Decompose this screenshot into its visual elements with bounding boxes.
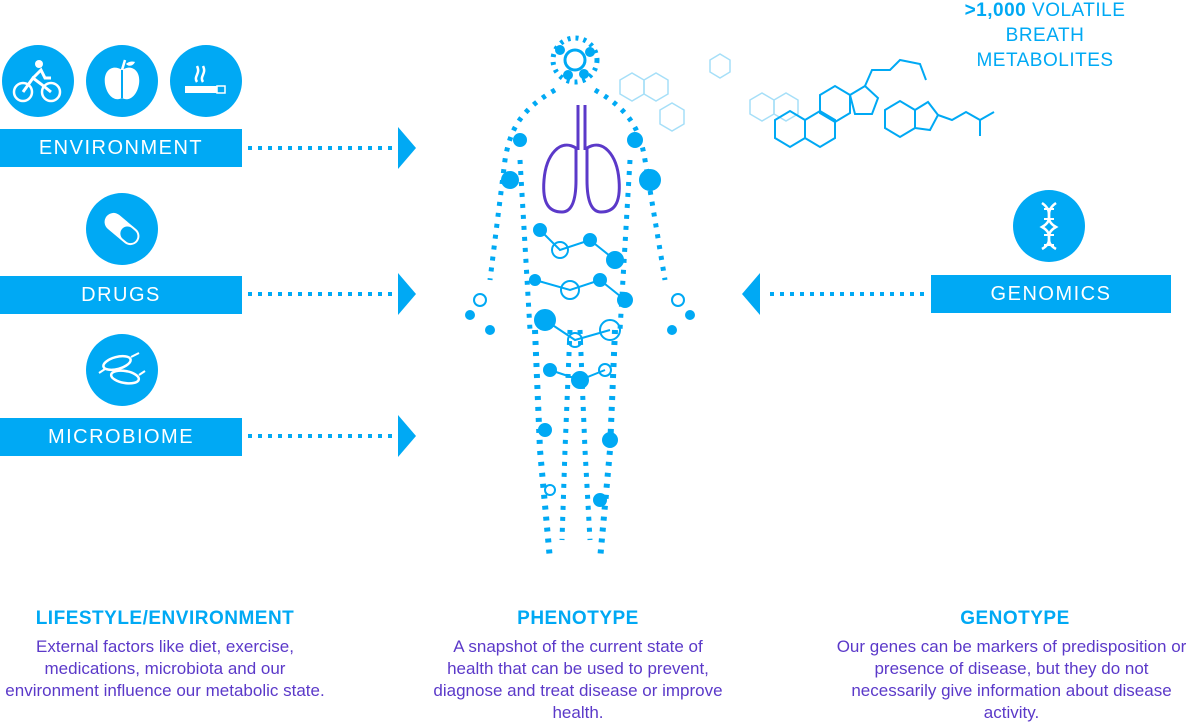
metabolites-line1: VOLATILE <box>1032 0 1126 21</box>
metabolites-line2: BREATH <box>1005 25 1085 46</box>
lifestyle-text: External factors like diet, exercise, me… <box>5 637 325 700</box>
dna-icon <box>1013 190 1085 262</box>
metabolites-line3: METABOLITES <box>976 50 1114 71</box>
environment-label: ENVIRONMENT <box>0 129 242 167</box>
cyclist-icon <box>2 45 74 117</box>
lungs-icon <box>542 105 621 214</box>
phenotype-title: PHENOTYPE <box>517 608 639 629</box>
cigarette-icon <box>170 45 242 117</box>
bacteria-icon <box>86 334 158 406</box>
microbiome-label: MICROBIOME <box>0 418 242 456</box>
human-figure <box>465 35 695 561</box>
genomics-label: GENOMICS <box>931 275 1171 313</box>
pill-icon <box>86 193 158 265</box>
drugs-label: DRUGS <box>0 276 242 314</box>
lifestyle-title: LIFESTYLE/ENVIRONMENT <box>35 608 295 629</box>
metabolites-caption: >1,000 VOLATILE BREATH METABOLITES <box>930 0 1160 73</box>
phenotype-text: A snapshot of the current state of healt… <box>433 637 723 722</box>
apple-icon <box>86 45 158 117</box>
metabolites-count: >1,000 <box>964 0 1027 21</box>
molecule-structures <box>619 53 995 149</box>
genotype-text: Our genes can be markers of predispositi… <box>836 637 1187 722</box>
genotype-title: GENOTYPE <box>960 608 1070 629</box>
